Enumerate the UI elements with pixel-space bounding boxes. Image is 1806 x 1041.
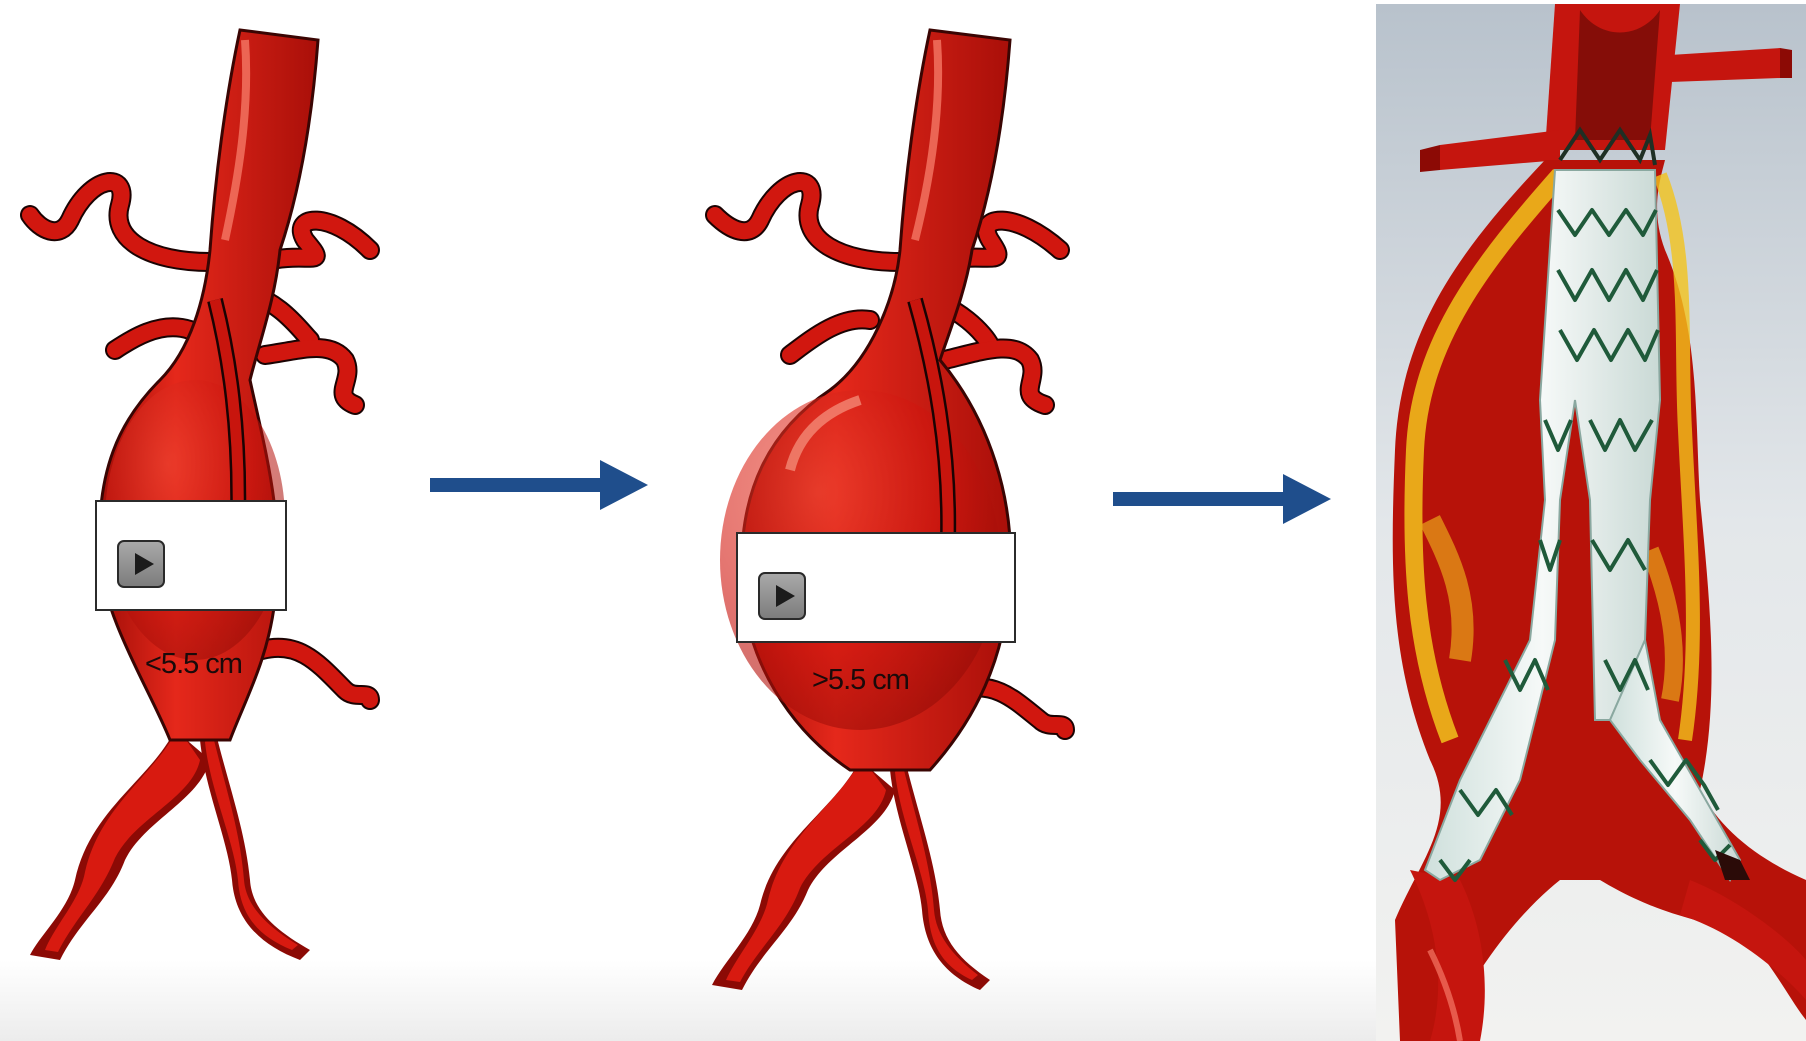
play-icon[interactable] (758, 572, 806, 620)
large-aneurysm-video-box (736, 532, 1016, 643)
large-aneurysm-illustration (712, 30, 1065, 990)
small-aneurysm-video-box (95, 500, 287, 611)
treatment-arrow (1113, 474, 1331, 524)
large-aneurysm-size-label: >5.5 cm (812, 664, 909, 697)
small-aneurysm-size-label: <5.5 cm (145, 648, 242, 681)
progression-arrow (430, 460, 648, 510)
play-icon[interactable] (117, 540, 165, 588)
small-aneurysm-illustration (30, 30, 370, 960)
stent-graft-illustration (1376, 4, 1806, 1041)
